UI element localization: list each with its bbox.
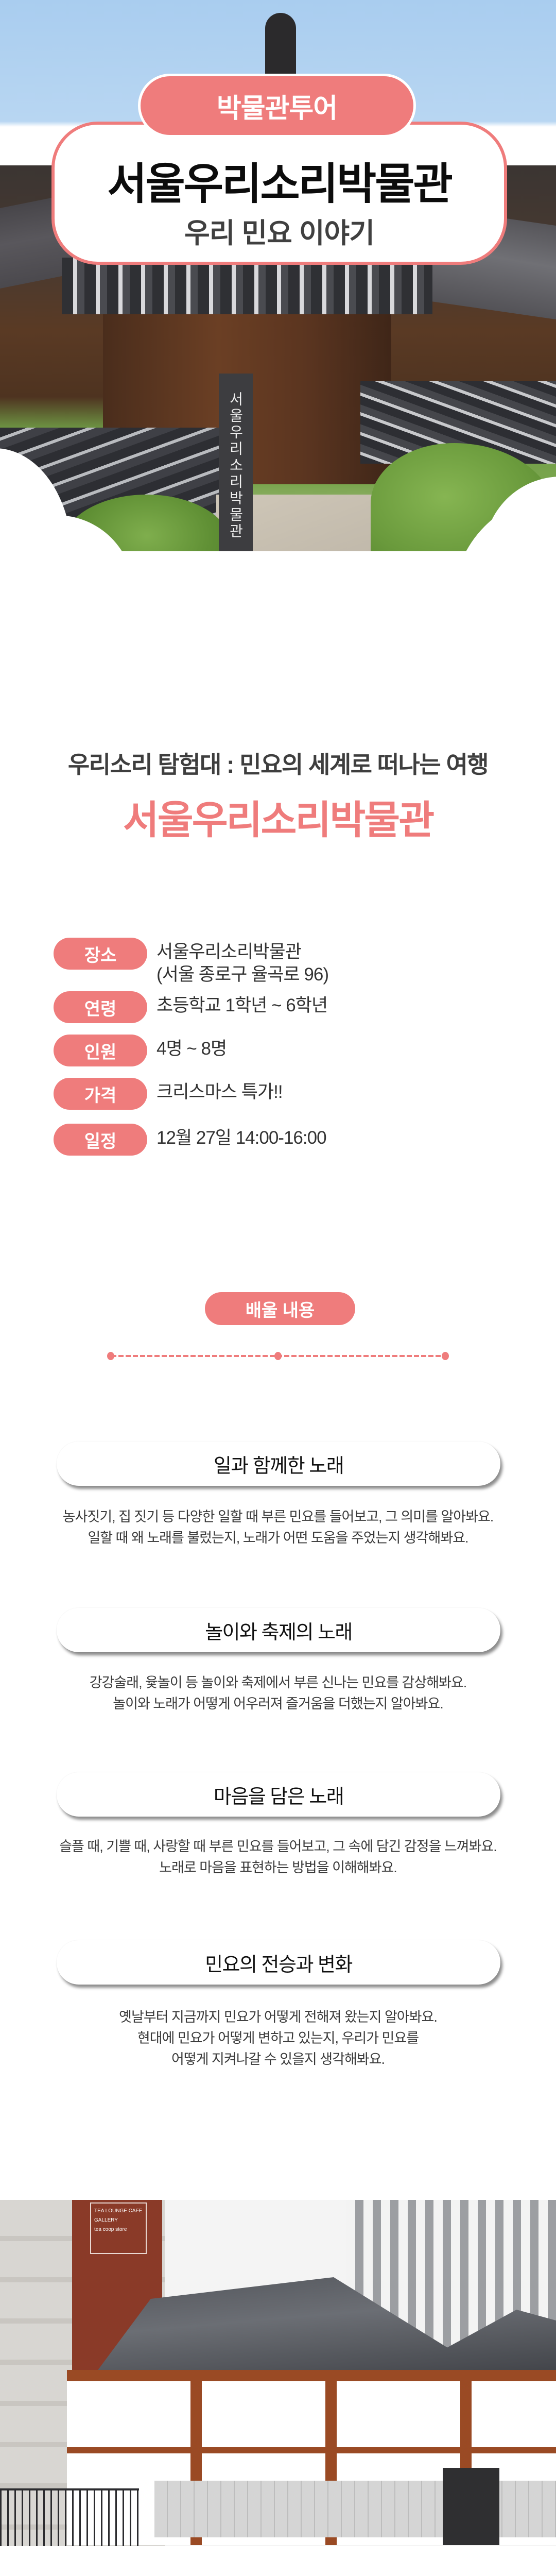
info-row-age: 연령 초등학교 1학년 ~ 6학년 bbox=[54, 991, 328, 1023]
page-title: 서울우리소리박물관 bbox=[107, 160, 453, 208]
sign-line: GALLERY bbox=[94, 2217, 118, 2223]
topic-description: 농사짓기, 집 짓기 등 다양한 일할 때 부른 민요를 들어보고, 그 의미를… bbox=[62, 1509, 494, 1546]
info-value: 4명 ~ 8명 bbox=[157, 1039, 227, 1059]
info-label: 장소 bbox=[54, 938, 147, 970]
building-sign: TEA LOUNGE CAFE GALLERY tea coop store bbox=[90, 2202, 147, 2254]
iron-fence bbox=[0, 2488, 139, 2546]
info-label: 가격 bbox=[54, 1078, 147, 1110]
topic-card-play-songs: 놀이와 축제의 노래 bbox=[57, 1608, 500, 1652]
sign-line: TEA LOUNGE CAFE bbox=[94, 2208, 143, 2214]
tour-badge: 박물관투어 bbox=[138, 74, 416, 138]
info-label: 인원 bbox=[54, 1035, 147, 1066]
title-card: 서울우리소리박물관 우리 민요 이야기 bbox=[51, 122, 507, 265]
hero-section: 서울우리소리박물관 박물관투어 서울우리소리박물관 우리 민요 이야기 bbox=[0, 0, 556, 551]
museum-sign-text: 서울우리소리박물관 bbox=[227, 392, 244, 540]
divider-dot bbox=[442, 1352, 449, 1360]
topic-description: 슬플 때, 기쁠 때, 사랑할 때 부른 민요를 들어보고, 그 속에 담긴 감… bbox=[59, 1839, 497, 1875]
topic-description: 옛날부터 지금까지 민요가 어떻게 전해져 왔는지 알아봐요. 현대에 민요가 … bbox=[119, 2009, 438, 2067]
info-row-schedule: 일정 12월 27일 14:00-16:00 bbox=[54, 1124, 327, 1156]
info-label: 일정 bbox=[54, 1124, 147, 1156]
divider-dot bbox=[107, 1352, 114, 1360]
museum-sign-post bbox=[219, 374, 253, 551]
info-row-price: 가격 크리스마스 특가!! bbox=[54, 1078, 283, 1110]
curriculum-section-label: 배울 내용 bbox=[205, 1292, 355, 1325]
dotted-divider bbox=[107, 1352, 449, 1360]
info-row-location: 장소 서울우리소리박물관 (서울 종로구 율곡로 96) bbox=[54, 938, 329, 986]
museum-building-photo: TEA LOUNGE CAFE GALLERY tea coop store bbox=[0, 2200, 556, 2546]
info-value: 12월 27일 14:00-16:00 bbox=[157, 1128, 327, 1148]
info-label: 연령 bbox=[54, 991, 147, 1023]
topic-description: 강강술래, 윷놀이 등 놀이와 축제에서 부른 신나는 민요를 감상해봐요. 놀… bbox=[89, 1675, 467, 1711]
info-value: 서울우리소리박물관 (서울 종로구 율곡로 96) bbox=[157, 942, 329, 985]
topic-card-heart-songs: 마음을 담은 노래 bbox=[57, 1772, 500, 1817]
gate-roof-tiles bbox=[62, 258, 432, 314]
page-subtitle: 우리 민요 이야기 bbox=[184, 218, 375, 249]
divider-dot bbox=[274, 1352, 282, 1360]
info-row-capacity: 인원 4명 ~ 8명 bbox=[54, 1035, 227, 1066]
info-board bbox=[443, 2468, 499, 2545]
sign-line: tea coop store bbox=[94, 2227, 127, 2232]
program-title: 우리소리 탐험대 : 민요의 세계로 떠나는 여행 bbox=[67, 751, 489, 778]
tour-badge-label: 박물관투어 bbox=[216, 93, 338, 124]
topic-card-work-songs: 일과 함께한 노래 bbox=[57, 1442, 500, 1486]
topic-card-tradition: 민요의 전승과 변화 bbox=[57, 1940, 500, 1985]
museum-name-heading: 서울우리소리박물관 bbox=[123, 799, 435, 842]
info-value: 크리스마스 특가!! bbox=[157, 1082, 283, 1102]
info-value: 초등학교 1학년 ~ 6학년 bbox=[157, 995, 328, 1015]
